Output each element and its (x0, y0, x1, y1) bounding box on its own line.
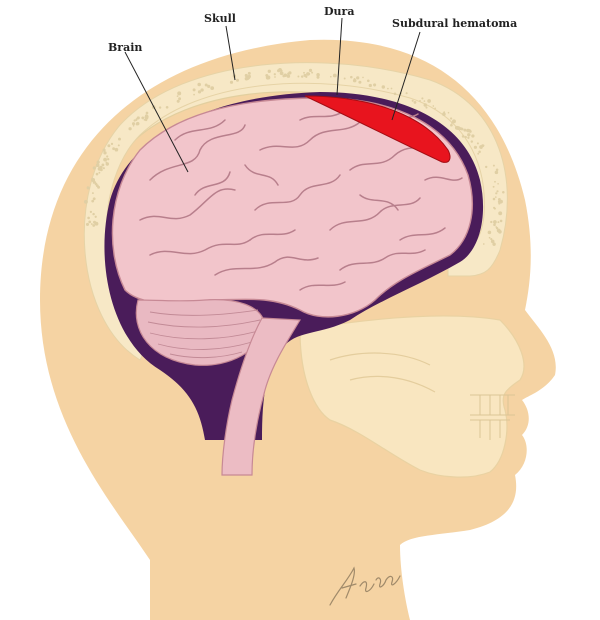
dura-leader-line (336, 17, 343, 96)
facial-bone (299, 315, 525, 478)
cheekbone-lines (329, 352, 436, 393)
brain-leader-line (124, 51, 189, 173)
artist-signature (329, 566, 401, 606)
skull-leader-line (225, 25, 236, 81)
skull-bone-texture (83, 68, 505, 246)
subdural-hematoma (304, 95, 451, 163)
teeth (470, 394, 515, 440)
dura-label: Dura (324, 5, 355, 18)
skull-label: Skull (204, 12, 236, 25)
brainstem (221, 317, 302, 476)
cerebrum (111, 97, 474, 318)
leader-lines (124, 17, 421, 173)
subdural-hematoma-label: Subdural hematoma (392, 17, 518, 30)
cerebellum-folia (147, 309, 261, 359)
brain-label: Brain (108, 41, 143, 54)
hematoma-leader-line (391, 31, 421, 121)
